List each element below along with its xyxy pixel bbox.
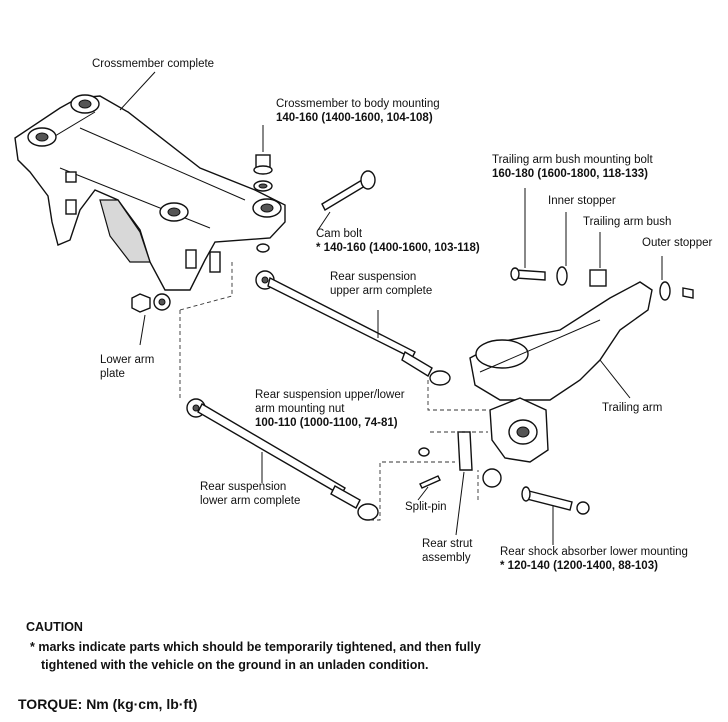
lower-arm-plate bbox=[131, 293, 171, 346]
crossmember-drawing bbox=[14, 94, 286, 291]
label-lower-arm: Rear suspension lower arm complete bbox=[200, 481, 301, 507]
crossmember-mount-bolt bbox=[253, 125, 273, 253]
trailing-arm-drawing bbox=[469, 281, 653, 488]
label-upper-arm: Rear suspension upper arm complete bbox=[330, 271, 433, 297]
label-inner-stopper: Inner stopper bbox=[548, 195, 616, 207]
label-shock-lower-mount: Rear shock absorber lower mounting * 120… bbox=[500, 546, 688, 572]
label-crossmember-mount: Crossmember to body mounting 140-160 (14… bbox=[276, 98, 440, 124]
torque-units: TORQUE: Nm (kg·cm, lb·ft) bbox=[18, 696, 198, 712]
label-crossmember: Crossmember complete bbox=[92, 58, 215, 70]
label-arm-mounting-nut: Rear suspension upper/lower arm mounting… bbox=[255, 389, 405, 429]
label-trailing-arm-bush: Trailing arm bush bbox=[583, 216, 672, 228]
lower-arm-drawing bbox=[186, 398, 379, 521]
strut-and-split-pin bbox=[417, 431, 473, 536]
label-cam-bolt: Cam bolt * 140-160 (1400-1600, 103-118) bbox=[316, 228, 480, 254]
label-outer-stopper: Outer stopper bbox=[642, 237, 713, 249]
caution-line-2: tightened with the vehicle on the ground… bbox=[41, 658, 429, 672]
shock-lower-bolt bbox=[521, 486, 590, 545]
label-trailing-arm-bolt: Trailing arm bush mounting bolt 160-180 … bbox=[492, 154, 653, 180]
cam-bolt bbox=[317, 170, 376, 231]
caution-text: * marks indicate parts which should be t… bbox=[30, 638, 481, 674]
upper-arm-drawing bbox=[255, 270, 451, 386]
label-split-pin: Split-pin bbox=[405, 501, 447, 513]
caution-title: CAUTION bbox=[26, 620, 83, 634]
caution-line-1: * marks indicate parts which should be t… bbox=[30, 640, 481, 654]
label-lower-arm-plate: Lower arm plate bbox=[100, 354, 155, 380]
label-trailing-arm: Trailing arm bbox=[602, 402, 663, 414]
assembly-dash-lines bbox=[179, 262, 488, 521]
trailing-arm-bolt-set bbox=[510, 188, 694, 301]
label-rear-strut: Rear strut assembly bbox=[422, 538, 473, 564]
